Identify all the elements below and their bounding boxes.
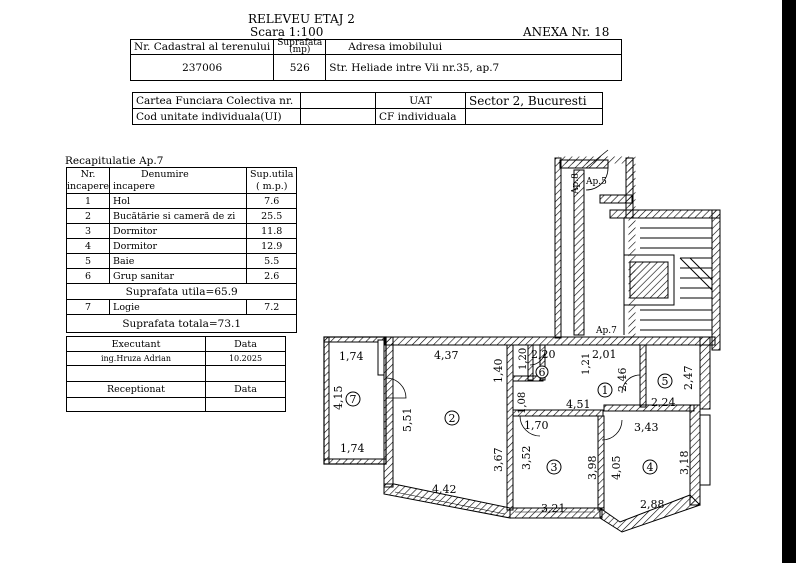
cadastral-suprafata-value: 526 (273, 54, 327, 81)
dim-2-01: 2,01 (592, 348, 617, 361)
suprafata-totala: Suprafata totala=73.1 (65, 314, 298, 333)
apartment-walls (323, 336, 716, 533)
dim-3-98: 3,98 (586, 456, 599, 481)
annex-number: ANEXA Nr. 18 (523, 25, 610, 39)
cod-ui-label: Cod unitate individuala(UI) (132, 108, 301, 125)
room-2-marker: 2 (444, 410, 460, 426)
label-ap7: Ap.7 (595, 326, 617, 336)
dim-4-42: 4,42 (432, 483, 457, 496)
recap-row-nr: 2 (65, 208, 111, 224)
room-numbers: 1 2 3 4 5 6 7 (345, 365, 673, 475)
dim-5-51: 5,51 (401, 408, 414, 433)
carte-funciara-table: Cartea Funciara Colectiva nr. UAT Sector… (132, 92, 603, 125)
dim-1-74-top: 1,74 (339, 350, 364, 363)
room-5-marker: 5 (657, 373, 673, 389)
room-4-number: 4 (647, 461, 654, 474)
room-2-number: 2 (449, 412, 456, 425)
dim-4-05: 4,05 (610, 456, 623, 481)
room-3-marker: 3 (546, 459, 562, 475)
room-6-number: 6 (539, 366, 546, 379)
dim-3-43: 3,43 (634, 421, 659, 434)
dim-2-47: 2,47 (682, 366, 695, 391)
dim-3-18: 3,18 (678, 451, 691, 476)
recap-row-area: 7.6 (246, 193, 298, 209)
dim-2-24: 2,24 (651, 396, 676, 409)
dim-2-20: 2,20 (531, 348, 556, 361)
dimensions: 1,74 4,15 1,74 4,37 5,51 1,40 1,20 2,20 … (332, 348, 695, 515)
room-7-number: 7 (350, 393, 357, 406)
recap-col-sup: Sup.utila( m.p.) (246, 167, 298, 194)
page-scale: Scara 1:100 (250, 25, 324, 39)
dim-1-40: 1,40 (492, 359, 505, 384)
room-4-marker: 4 (642, 459, 658, 475)
cadastral-adresa-value: Str. Heliade intre Vii nr.35, ap.7 (325, 54, 623, 81)
dim-2-46: 2,46 (616, 368, 629, 393)
dim-1-20: 1,20 (518, 348, 529, 370)
cf-individuala-value (465, 108, 603, 125)
label-ap5: Ap.5 (585, 177, 607, 187)
room-3-number: 3 (551, 461, 558, 474)
cadastral-col-adresa: Adresa imobilului (325, 39, 623, 55)
room-6-marker: 6 (535, 365, 549, 379)
dim-3-21: 3,21 (541, 502, 566, 515)
dim-3-52: 3,52 (520, 446, 533, 471)
cadastral-nr-value: 237006 (129, 54, 275, 81)
dim-4-51: 4,51 (566, 398, 591, 411)
plan-labels: Ap.8 Ap.5 Ap.7 (571, 173, 617, 336)
page-title: RELEVEU ETAJ 2 (248, 12, 355, 26)
dim-1-70: 1,70 (524, 419, 549, 432)
cf-individuala-label: CF individuala (375, 108, 466, 125)
cf-label: Cartea Funciara Colectiva nr. (132, 92, 301, 109)
stair-core (554, 149, 721, 351)
dim-4-15: 4,15 (332, 386, 345, 411)
room-5-number: 5 (662, 375, 669, 388)
dim-3-67: 3,67 (492, 448, 505, 473)
receptionat-blank (205, 397, 286, 412)
cadastral-col-nr: Nr. Cadastral al terenului (129, 39, 275, 55)
recap-col-nr: Nr.incapere (65, 167, 111, 194)
dim-1-08: 1,08 (517, 392, 528, 414)
dim-4-37: 4,37 (434, 349, 459, 362)
recap-title: Recapitulatie Ap.7 (65, 155, 164, 167)
label-ap8: Ap.8 (571, 173, 581, 195)
room-1-number: 1 (602, 384, 609, 397)
executant-table: Executant Data ing.Hruza Adrian 10.2025 … (66, 336, 286, 412)
room-7-marker: 7 (345, 391, 361, 407)
dim-1-74-bottom: 1,74 (340, 442, 365, 455)
page-right-border (782, 0, 796, 563)
cadastral-col-suprafata: Suprafata(mp) (273, 39, 327, 55)
cadastral-table: Nr. Cadastral al terenului Suprafata(mp)… (129, 39, 623, 81)
dim-2-88: 2,88 (640, 498, 665, 511)
room-1-marker: 1 (597, 382, 613, 398)
dim-1-21: 1,21 (581, 353, 592, 375)
